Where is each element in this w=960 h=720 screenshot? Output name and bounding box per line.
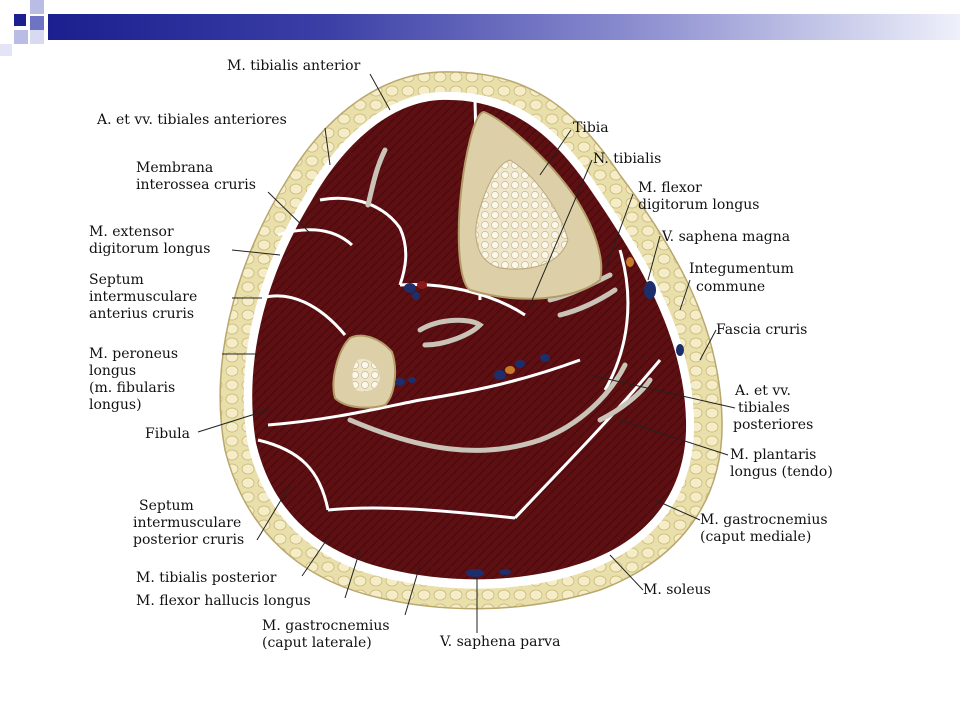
header-square (30, 30, 44, 44)
leader-lines (197, 73, 736, 633)
label-gastrocnemius-medial: M. gastrocnemius (700, 512, 828, 528)
tendon-streaks (347, 147, 653, 453)
label-flexor-digitorum: digitorum longus (638, 197, 759, 213)
label-plantaris: M. plantaris (730, 447, 816, 463)
label-plantaris: longus (tendo) (730, 464, 833, 480)
label-extensor: digitorum longus (89, 241, 210, 257)
label-peroneus: longus) (89, 397, 142, 413)
label-peroneus: M. peroneus (89, 346, 178, 362)
label-saphena-magna: V. saphena magna (661, 229, 790, 245)
header-square (0, 44, 12, 56)
label-fibula: Fibula (145, 426, 190, 442)
label-septum-anterius: intermusculare (89, 289, 197, 305)
label-peroneus: longus (89, 363, 136, 379)
label-membrana: Membrana (136, 160, 213, 176)
label-tibia: Tibia (573, 120, 609, 136)
label-n-tibialis: N. tibialis (593, 151, 661, 167)
label-septum-posterior: intermusculare (133, 515, 241, 531)
label-integumentum: commune (696, 279, 765, 295)
label-extensor: M. extensor (89, 224, 174, 240)
label-tibiales-posteriores: posteriores (733, 417, 813, 433)
label-flexor-hallucis: M. flexor hallucis longus (136, 593, 311, 609)
header-square (14, 14, 26, 26)
header-square (30, 0, 44, 14)
label-flexor-digitorum: M. flexor (638, 180, 702, 196)
label-saphena-parva: V. saphena parva (439, 634, 560, 650)
label-membrana: interossea cruris (136, 177, 256, 193)
tibia-marrow (475, 159, 569, 270)
label-tibiales-posteriores: tibiales (738, 400, 790, 416)
label-fascia-cruris: Fascia cruris (716, 322, 807, 338)
vessels (395, 257, 684, 577)
label-septum-anterius: Septum (89, 272, 144, 288)
label-soleus: M. soleus (643, 582, 711, 598)
label-gastrocnemius-lateral: M. gastrocnemius (262, 618, 390, 634)
label-tibialis-posterior: M. tibialis posterior (136, 570, 277, 586)
header-square (30, 16, 44, 30)
label-gastrocnemius-medial: (caput mediale) (700, 529, 811, 545)
label-tibialis-anterior: M. tibialis anterior (227, 58, 361, 74)
label-septum-posterior: posterior cruris (133, 532, 244, 548)
slide-header (0, 0, 960, 58)
fibula-marrow (352, 359, 380, 392)
label-tibiales-anteriores: A. et vv. tibiales anteriores (96, 112, 287, 128)
label-gastrocnemius-lateral: (caput laterale) (262, 635, 372, 651)
label-septum-anterius: anterius cruris (89, 306, 194, 322)
header-gradient-bar (48, 14, 960, 40)
label-tibiales-posteriores: A. et vv. (734, 383, 791, 399)
labels: M. tibialis anterior A. et vv. tibiales … (89, 58, 833, 651)
label-peroneus: (m. fibularis (89, 380, 175, 396)
header-square (14, 30, 28, 44)
label-integumentum: Integumentum (689, 261, 794, 277)
label-septum-posterior: Septum (139, 498, 194, 514)
